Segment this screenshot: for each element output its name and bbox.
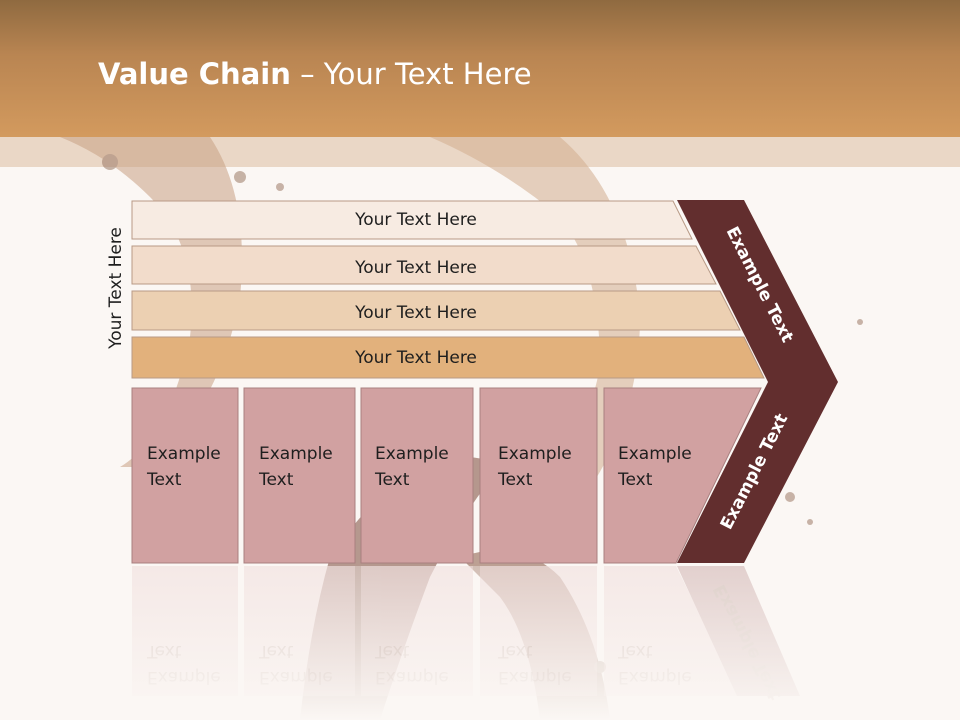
header-bar [0, 0, 960, 137]
support-row-3[interactable] [131, 290, 741, 331]
support-row-4[interactable] [131, 336, 765, 379]
activity-box-1[interactable] [131, 387, 239, 564]
activity-1-line2: Text [146, 470, 182, 490]
activity-3-line2: Text [374, 470, 410, 490]
support-row-2[interactable] [131, 245, 717, 285]
side-label: Your Text Here [106, 227, 126, 350]
activity-box-2[interactable] [243, 387, 356, 564]
title-rest: – Your Text Here [290, 57, 532, 91]
activity-2-line1: Example [259, 444, 333, 464]
reflection-fade [120, 566, 840, 720]
activity-1-line1: Example [147, 444, 221, 464]
activity-5-line1: Example [618, 444, 692, 464]
activity-4-line2: Text [497, 470, 533, 490]
support-row-1[interactable] [131, 200, 693, 240]
activity-box-5[interactable] [603, 387, 762, 564]
margin-chevron[interactable] [677, 200, 838, 563]
activity-3-line1: Example [375, 444, 449, 464]
support-row-2-label: Your Text Here [354, 258, 477, 278]
support-row-4-label: Your Text Here [354, 348, 477, 368]
slide-title[interactable]: Value Chain – Your Text Here [98, 54, 532, 94]
activity-4-line1: Example [498, 444, 572, 464]
support-row-3-label: Your Text Here [354, 303, 477, 323]
support-row-1-label: Your Text Here [354, 210, 477, 230]
activity-box-3[interactable] [360, 387, 474, 564]
title-bold: Value Chain [98, 57, 291, 91]
activity-5-line2: Text [617, 470, 653, 490]
activity-box-4[interactable] [479, 387, 598, 564]
activity-2-line2: Text [258, 470, 294, 490]
